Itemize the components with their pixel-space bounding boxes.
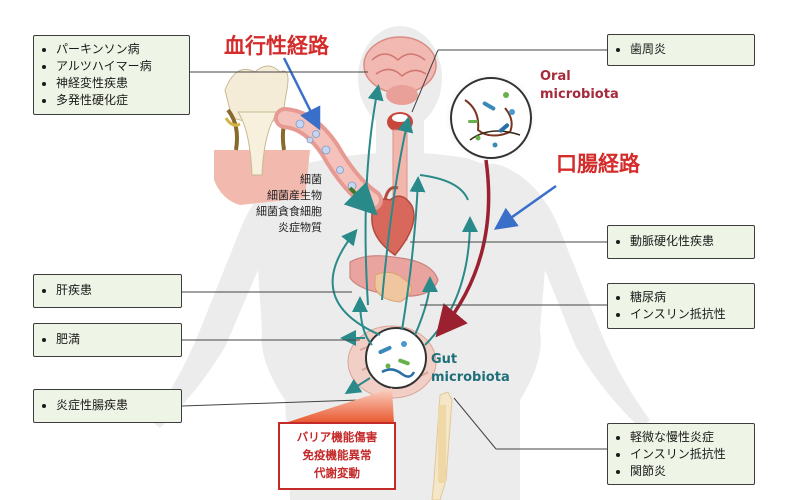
disease-item: 関節炎	[630, 463, 746, 480]
disease-item: 糖尿病	[630, 289, 746, 306]
oral-microbiota-line2: microbiota	[540, 87, 619, 102]
disease-item: 多発性硬化症	[56, 92, 181, 109]
diabetes-box: 糖尿病 インスリン抵抗性	[607, 283, 755, 329]
disease-item: 神経変性疾患	[56, 75, 181, 92]
bacteria-list: 細菌 細菌産生物 細菌貪食細胞 炎症物質	[238, 172, 322, 242]
mechanism-item: 免疫機能異常	[302, 448, 372, 462]
disease-item: 歯周炎	[630, 41, 746, 58]
disease-item: 軽微な慢性炎症	[630, 429, 746, 446]
bacteria-item: 炎症物質	[278, 221, 322, 234]
tooth-illustration	[214, 65, 310, 205]
disease-item: 炎症性腸疾患	[56, 397, 173, 414]
connector-lines	[181, 49, 607, 450]
mechanism-item: バリア機能傷害	[296, 430, 378, 444]
blood-route-title: 血行性経路	[224, 34, 329, 58]
oral-gut-route-title: 口腸経路	[556, 152, 640, 176]
bacteria-item: 細菌	[300, 173, 322, 186]
disease-item: 肥満	[56, 331, 173, 348]
gut-microbiota-line1: Gut	[431, 352, 458, 367]
vessel-flow-arrow	[343, 181, 378, 216]
liver-disease-box: 肝疾患	[33, 274, 182, 308]
blood-route-pointer	[282, 57, 321, 131]
chronic-inflammation-box: 軽微な慢性炎症 インスリン抵抗性 関節炎	[607, 423, 755, 485]
oral-gut-pointer	[493, 184, 557, 230]
bacteria-item: 細菌貪食細胞	[256, 205, 322, 218]
disease-item: パーキンソン病	[56, 41, 181, 58]
obesity-box: 肥満	[33, 323, 182, 357]
brain-illustration	[363, 36, 437, 105]
atherosclerosis-box: 動脈硬化性疾患	[607, 225, 755, 259]
mechanism-cone	[282, 388, 394, 424]
oral-microbiota-circle	[445, 72, 537, 164]
mouth-illustration	[387, 112, 413, 132]
disease-item: インスリン抵抗性	[630, 446, 746, 463]
mechanism-box: バリア機能傷害 免疫機能異常 代謝変動	[278, 422, 396, 490]
ibd-box: 炎症性腸疾患	[33, 389, 182, 423]
mechanism-item: 代謝変動	[314, 466, 360, 480]
bacteria-item: 細菌産生物	[267, 189, 322, 202]
leg-bone-illustration	[431, 391, 453, 500]
disease-item: インスリン抵抗性	[630, 306, 746, 323]
neuro-disease-box: パーキンソン病 アルツハイマー病 神経変性疾患 多発性硬化症	[33, 35, 190, 115]
gut-microbiota-line2: microbiota	[431, 370, 510, 385]
oral-microbiota-label: Oral microbiota	[540, 68, 619, 104]
gut-microbiota-label: Gut microbiota	[431, 351, 510, 387]
periodontitis-box: 歯周炎	[607, 34, 755, 66]
disease-item: アルツハイマー病	[56, 58, 181, 75]
disease-item: 動脈硬化性疾患	[630, 233, 746, 250]
oral-gut-route-arrow	[435, 159, 491, 338]
disease-item: 肝疾患	[56, 282, 173, 299]
oral-microbiota-line1: Oral	[540, 69, 571, 84]
gut-microbiota-circle	[365, 327, 427, 389]
